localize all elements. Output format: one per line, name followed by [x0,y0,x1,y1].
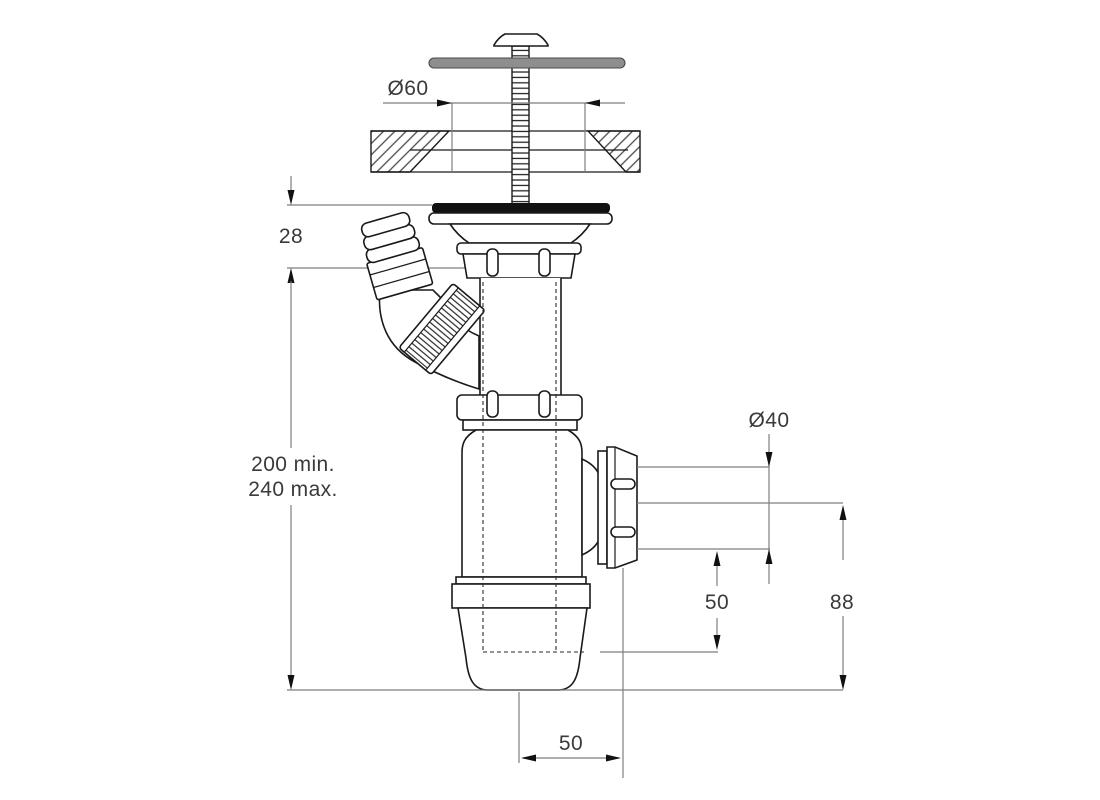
trap-nut-slot [486,390,499,418]
outlet-washer [597,450,608,565]
trap-body [461,429,583,578]
hose-inlet [360,211,485,391]
outlet-projection-lines [600,466,843,778]
dim-strainer-depth: 28 [279,176,303,283]
rubber-gasket [432,203,610,213]
dim-label-strainer-depth: 28 [279,225,303,248]
sink-cross-section [370,130,641,173]
cup-collar [451,583,591,609]
strainer-nut-body [462,253,576,279]
outlet-nut-slot [610,478,636,490]
outlet-nut-slot [610,526,636,538]
retaining-crossbar [428,57,626,69]
inlet-union-nut [399,283,485,375]
dim-label-outlet-diameter: Ø40 [749,409,790,432]
screw-head [493,33,549,47]
trap-flange-bar [462,419,578,431]
tailpipe [479,278,562,400]
trap-cup [457,607,588,691]
dim-label-outlet-axis-to-base: 88 [830,591,854,614]
dim-outlet-diameter: Ø40 [749,409,790,584]
outlet-nut [606,446,638,569]
strainer-nut-slot [538,248,551,277]
dim-seal-depth: 50 [705,551,729,650]
trap-nut-slot [538,390,551,418]
bottle-trap [451,390,638,691]
dim-outlet-axis-to-base: 88 [830,505,854,690]
screw-thread [511,45,530,205]
strainer-nut-band [456,242,582,255]
strainer-nut-slot [486,248,499,277]
flange-funnel [448,223,592,244]
dim-axis-offset: 50 [518,692,621,763]
dim-installed-height: 200 min. 240 max. [248,281,338,690]
dim-label-axis-offset: 50 [559,732,583,755]
dim-label-hole-diameter: Ø60 [388,77,429,100]
dip-tube-hidden-lines [482,282,584,653]
cup-joint-ring [455,576,587,585]
dim-label-seal-depth: 50 [705,591,729,614]
fixing-screw [428,33,626,205]
dim-label-height-max: 240 max. [248,478,338,501]
dim-label-height-min: 200 min. [251,453,335,476]
flange-plate [428,212,613,225]
strainer-flange [428,203,613,279]
dim-sink-hole-diameter: Ø60 [383,77,625,172]
hose-barb-connector [360,211,434,301]
trap-top-nut [456,394,583,421]
